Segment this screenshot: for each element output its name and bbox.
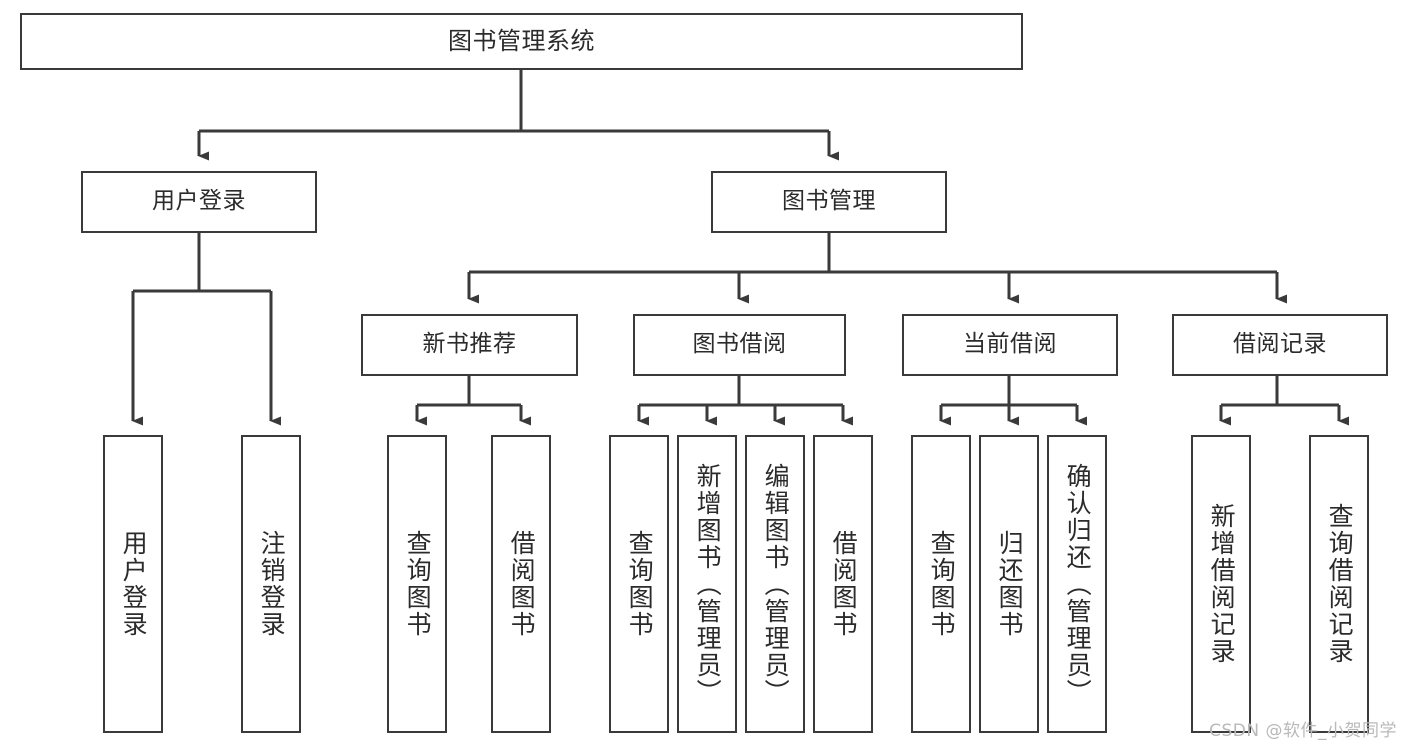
node-label: 归还图书 [995,530,1025,638]
leaf-user-logout[interactable]: 注销登录 [241,435,301,733]
node-label: 借阅图书 [507,530,537,638]
node-user-login[interactable]: 用户登录 [81,171,317,233]
node-label: 用户登录 [119,530,149,638]
node-label: 新书推荐 [422,331,517,358]
leaf-borrow-book-recommend[interactable]: 借阅图书 [491,435,551,733]
node-label: 图书管理系统 [448,27,595,56]
leaf-add-borrow-record[interactable]: 新增借阅记录 [1191,435,1251,733]
node-label: 查询图书 [625,530,655,638]
leaf-query-book-recommend[interactable]: 查询图书 [387,435,447,733]
node-label: 借阅记录 [1233,331,1327,358]
node-label: 借阅图书 [829,530,859,638]
node-new-book-recommend[interactable]: 新书推荐 [361,314,578,376]
node-label: 查询借阅记录 [1325,503,1355,665]
node-borrow-record[interactable]: 借阅记录 [1172,314,1388,376]
leaf-confirm-return-admin[interactable]: 确认归还（管理员） [1047,435,1107,733]
node-label: 查询图书 [927,530,957,638]
node-book-management[interactable]: 图书管理 [711,171,947,233]
leaf-borrow-book[interactable]: 借阅图书 [813,435,873,733]
leaf-edit-book-admin[interactable]: 编辑图书（管理员） [745,435,805,733]
leaf-user-login[interactable]: 用户登录 [103,435,163,733]
leaf-return-book[interactable]: 归还图书 [979,435,1039,733]
node-label: 用户登录 [152,188,246,215]
node-label: 新增图书（管理员） [693,462,723,706]
node-current-borrow[interactable]: 当前借阅 [902,314,1118,376]
node-label: 查询图书 [403,530,433,638]
leaf-query-book-borrow[interactable]: 查询图书 [609,435,669,733]
node-root-book-management-system[interactable]: 图书管理系统 [20,13,1023,70]
leaf-query-borrow-record[interactable]: 查询借阅记录 [1309,435,1369,733]
node-label: 图书借阅 [692,331,787,358]
node-label: 图书管理 [782,188,876,215]
node-book-borrow[interactable]: 图书借阅 [633,314,846,376]
leaf-query-book-current[interactable]: 查询图书 [911,435,971,733]
node-label: 新增借阅记录 [1207,503,1237,665]
leaf-add-book-admin[interactable]: 新增图书（管理员） [677,435,737,733]
node-label: 确认归还（管理员） [1063,462,1093,706]
node-label: 当前借阅 [963,331,1057,358]
node-label: 编辑图书（管理员） [761,462,791,706]
node-label: 注销登录 [257,530,287,638]
